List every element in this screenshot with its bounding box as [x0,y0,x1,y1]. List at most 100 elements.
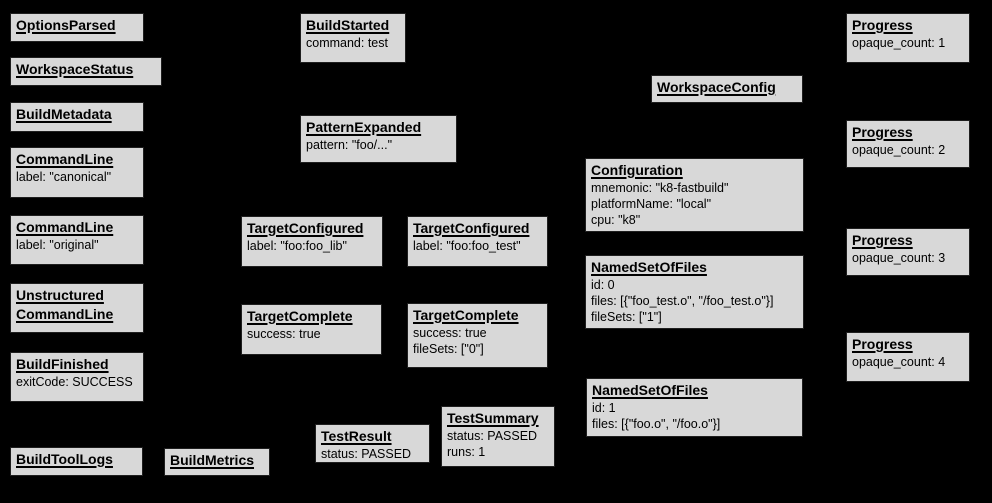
node-attribute-line: platformName: "local" [591,197,712,211]
node-build-tool-logs: BuildToolLogs [10,447,143,476]
node-title: OptionsParsed [16,16,138,35]
node-title-line: TestResult [321,428,392,444]
node-title-line: TargetConfigured [247,220,364,236]
node-title: TargetComplete [413,306,542,325]
node-attribute-line: command: test [306,36,388,50]
node-attribute-line: fileSets: ["1"] [591,310,662,324]
node-build-metadata: BuildMetadata [10,102,144,132]
node-progress-2: Progress opaque_count: 2 [846,120,970,168]
node-title: TargetConfigured [247,219,377,238]
node-build-finished: BuildFinished exitCode: SUCCESS [10,352,144,402]
node-command-line-original: CommandLine label: "original" [10,215,144,265]
node-title: NamedSetOfFiles [592,381,797,400]
node-attribute-line: files: [{"foo_test.o", "/foo_test.o"}] [591,294,774,308]
node-title: CommandLine [16,218,138,237]
node-build-started: BuildStarted command: test [300,13,406,63]
node-attribute-line: label: "original" [16,238,99,252]
node-workspace-config: WorkspaceConfig [651,75,803,103]
node-title: Progress [852,231,964,250]
node-target-configured-foo-test: TargetConfigured label: "foo:foo_test" [407,216,548,267]
node-title: CommandLine [16,150,138,169]
node-title: Configuration [591,161,798,180]
node-title: WorkspaceStatus [16,60,156,79]
node-title-line: TargetComplete [247,308,353,324]
node-title-line: WorkspaceConfig [657,79,776,95]
node-target-configured-foo-lib: TargetConfigured label: "foo:foo_lib" [241,216,383,267]
node-title: Progress [852,16,964,35]
node-attribute-line: status: PASSED [321,447,412,461]
node-title-line: Progress [852,17,913,33]
node-title-line: TargetConfigured [413,220,530,236]
node-title-line: BuildMetrics [170,452,255,468]
node-title-line: WorkspaceStatus [16,61,134,77]
node-title: TargetComplete [247,307,376,326]
node-title-line: TargetComplete [413,307,519,323]
node-attribute-line: success: true [413,326,487,340]
node-attribute-line: success: true [247,327,321,341]
node-test-summary: TestSummary status: PASSED runs: 1 [441,406,555,467]
node-workspace-status: WorkspaceStatus [10,57,162,86]
node-title-line: Configuration [591,162,683,178]
node-attribute-line: fileSets: ["0"] [413,342,484,356]
node-progress-1: Progress opaque_count: 1 [846,13,970,63]
node-named-set-of-files-1: NamedSetOfFiles id: 1 files: [{"foo.o", "/… [586,378,803,437]
node-build-metrics: BuildMetrics [164,448,270,476]
node-attribute-line: runs: 1 [447,445,486,459]
node-attribute-line: opaque_count: 1 [852,36,946,50]
node-attribute-line: exitCode: SUCCESS [16,375,133,389]
node-title-line: NamedSetOfFiles [591,259,707,275]
node-title: BuildToolLogs [16,450,137,469]
node-attribute-line: label: "canonical" [16,170,112,184]
node-title: TestResult [321,427,424,446]
node-attribute-line: cpu: "k8" [591,213,641,227]
node-title-line: Unstructured [16,287,104,303]
node-attribute-line: opaque_count: 3 [852,251,946,265]
node-title: TestSummary [447,409,549,428]
node-title-line: BuildToolLogs [16,451,113,467]
node-title-line: BuildFinished [16,356,109,372]
node-attribute-line: mnemonic: "k8-fastbuild" [591,181,729,195]
node-test-result: TestResult status: PASSED [315,424,430,463]
node-progress-4: Progress opaque_count: 4 [846,332,970,382]
node-title-line: BuildStarted [306,17,390,33]
node-attribute-line: status: PASSED [447,429,538,443]
node-attribute-line: id: 0 [591,278,615,292]
node-title-line: NamedSetOfFiles [592,382,708,398]
node-title: WorkspaceConfig [657,78,797,97]
node-attribute-line: files: [{"foo.o", "/foo.o"}] [592,417,721,431]
node-title: PatternExpanded [306,118,451,137]
node-title-line: Progress [852,336,913,352]
node-title-line: CommandLine [16,219,114,235]
node-title: Progress [852,123,964,142]
node-configuration: Configuration mnemonic: "k8-fastbuild" pla… [585,158,804,232]
node-title-line: Progress [852,232,913,248]
node-title-line: OptionsParsed [16,17,116,33]
node-title: NamedSetOfFiles [591,258,798,277]
node-attribute-line: opaque_count: 4 [852,355,946,369]
node-title-line: CommandLine [16,306,114,322]
node-title-line: TestSummary [447,410,539,426]
node-target-complete-foo-lib: TargetComplete success: true [241,304,382,355]
node-attribute-line: opaque_count: 2 [852,143,946,157]
node-title: BuildFinished [16,355,138,374]
node-options-parsed: OptionsParsed [10,13,144,42]
node-title-line: PatternExpanded [306,119,422,135]
node-named-set-of-files-0: NamedSetOfFiles id: 0 files: [{"foo_test.o… [585,255,804,329]
node-attribute-line: label: "foo:foo_test" [413,239,521,253]
node-title: TargetConfigured [413,219,542,238]
node-attribute-line: id: 1 [592,401,616,415]
node-title: BuildMetrics [170,451,264,470]
node-progress-3: Progress opaque_count: 3 [846,228,970,276]
node-attribute-line: label: "foo:foo_lib" [247,239,347,253]
node-title-line: CommandLine [16,151,114,167]
node-title-line: BuildMetadata [16,106,112,122]
node-target-complete-foo-test: TargetComplete success: true fileSets: ["0… [407,303,548,368]
node-command-line-canonical: CommandLine label: "canonical" [10,147,144,198]
node-title: BuildStarted [306,16,400,35]
node-title-line: Progress [852,124,913,140]
node-title: BuildMetadata [16,105,138,124]
